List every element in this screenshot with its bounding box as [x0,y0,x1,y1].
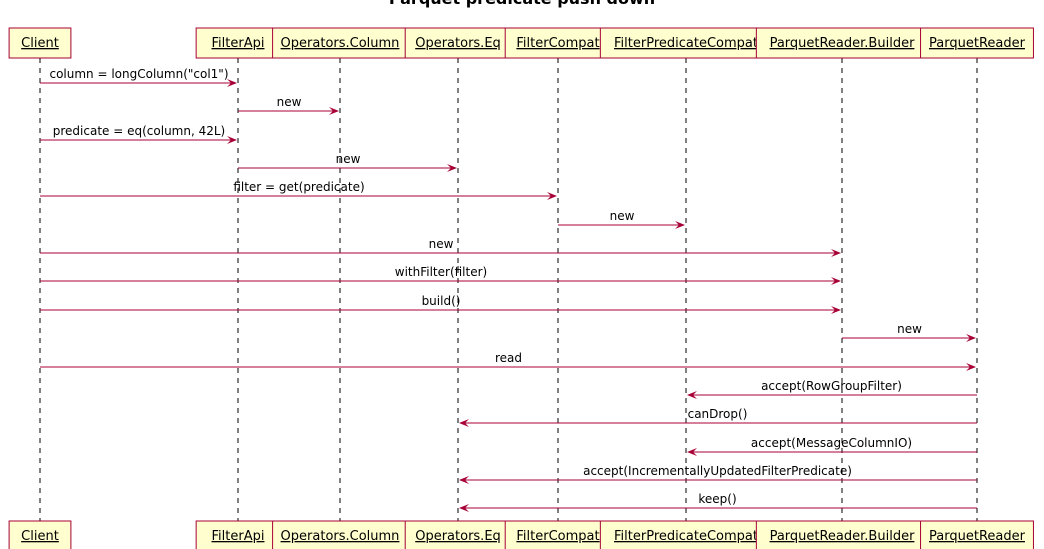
message-label: filter = get(predicate) [233,180,364,194]
participant-box [920,27,1034,59]
lifelines [39,58,978,521]
participant-label: Client [21,36,59,51]
message-label: keep() [698,492,736,506]
participant-box [599,520,773,549]
participant-bottom-parquetreader-builder: ParquetReader.Builder [755,520,929,549]
message-15: accept(IncrementallyUpdatedFilterPredica… [459,464,977,484]
arrowhead [831,277,841,285]
participant-boxes-bottom: Client FilterApi Operators.Column Operators… [8,520,1034,549]
arrowhead [329,107,339,115]
participant-label: Operators.Eq [415,529,501,544]
message-16: keep() [459,492,977,512]
message-6: new [558,209,685,229]
arrowhead [675,221,685,229]
participant-label: Client [21,529,59,544]
participant-label: ParquetReader.Builder [770,36,916,51]
participant-label: ParquetReader [929,529,1026,544]
message-label: withFilter(filter) [395,265,487,279]
message-11: read [40,351,976,371]
participant-box [272,520,408,549]
message-13: canDrop() [459,407,977,427]
message-9: build() [40,294,841,314]
arrowhead [687,391,697,399]
message-label: read [495,351,522,365]
participant-bottom-filterpredicatecompat: FilterPredicateCompat [599,520,773,549]
message-8: withFilter(filter) [40,265,841,285]
arrowhead [227,136,237,144]
participant-label: ParquetReader.Builder [770,529,916,544]
participant-label: ParquetReader [929,36,1026,51]
participant-label: FilterPredicateCompat [614,36,758,51]
participant-label: Operators.Column [281,529,400,544]
participant-box [195,27,281,59]
message-7: new [40,237,841,257]
arrowhead [227,79,237,87]
arrowhead [966,363,976,371]
participant-top-parquetreader: ParquetReader [920,27,1034,59]
participant-top-filterapi: FilterApi [195,27,281,59]
message-5: filter = get(predicate) [40,180,557,200]
participant-top-filtercompat: FilterCompat [504,27,612,59]
participant-label: Operators.Column [281,36,400,51]
message-label: accept(MessageColumnIO) [751,436,912,450]
participant-label: Operators.Eq [415,36,501,51]
arrowhead [459,419,469,427]
participant-label: FilterPredicateCompat [614,529,758,544]
message-label: new [897,322,922,336]
participant-top-operators-column: Operators.Column [272,27,408,59]
participant-label: FilterCompat [516,529,599,544]
message-label: canDrop() [688,407,748,421]
participant-bottom-operators-eq: Operators.Eq [404,520,512,549]
participant-bottom-client: Client [8,520,72,549]
message-label: new [429,237,454,251]
diagram-title: Parquet predicate push down [389,0,655,8]
message-label: predicate = eq(column, 42L) [53,124,225,138]
participant-box [920,520,1034,549]
message-2: new [238,95,339,115]
message-label: column = longColumn("col1") [49,67,228,81]
message-3: predicate = eq(column, 42L) [40,124,237,144]
participant-bottom-operators-column: Operators.Column [272,520,408,549]
participant-box [755,520,929,549]
participant-bottom-filtercompat: FilterCompat [504,520,612,549]
arrowhead [547,192,557,200]
participant-label: FilterCompat [516,36,599,51]
message-label: new [336,152,361,166]
message-12: accept(RowGroupFilter) [687,379,977,399]
arrowhead [831,249,841,257]
message-label: accept(RowGroupFilter) [761,379,902,393]
message-4: new [238,152,457,172]
arrowhead [831,306,841,314]
participant-box [599,27,773,59]
participant-top-client: Client [8,27,72,59]
participant-box [404,27,512,59]
message-label: new [277,95,302,109]
arrowhead [459,476,469,484]
arrowhead [447,164,457,172]
message-10: new [842,322,976,342]
participant-top-parquetreader-builder: ParquetReader.Builder [755,27,929,59]
message-1: column = longColumn("col1") [40,67,237,87]
participant-label: FilterApi [212,529,265,544]
message-label: build() [422,294,461,308]
participant-top-filterpredicatecompat: FilterPredicateCompat [599,27,773,59]
participant-box [8,520,72,549]
message-label: accept(IncrementallyUpdatedFilterPredica… [583,464,852,478]
participant-top-operators-eq: Operators.Eq [404,27,512,59]
participant-boxes-top: Client FilterApi Operators.Column Operators… [8,27,1034,59]
arrowhead [966,334,976,342]
participant-box [504,27,612,59]
arrowhead [459,504,469,512]
participant-box [8,27,72,59]
participant-bottom-filterapi: FilterApi [195,520,281,549]
participant-bottom-parquetreader: ParquetReader [920,520,1034,549]
message-label: new [610,209,635,223]
arrowhead [687,448,697,456]
message-14: accept(MessageColumnIO) [687,436,977,456]
messages: column = longColumn("col1") new predicate … [40,67,977,512]
participant-box [404,520,512,549]
participant-label: FilterApi [212,36,265,51]
